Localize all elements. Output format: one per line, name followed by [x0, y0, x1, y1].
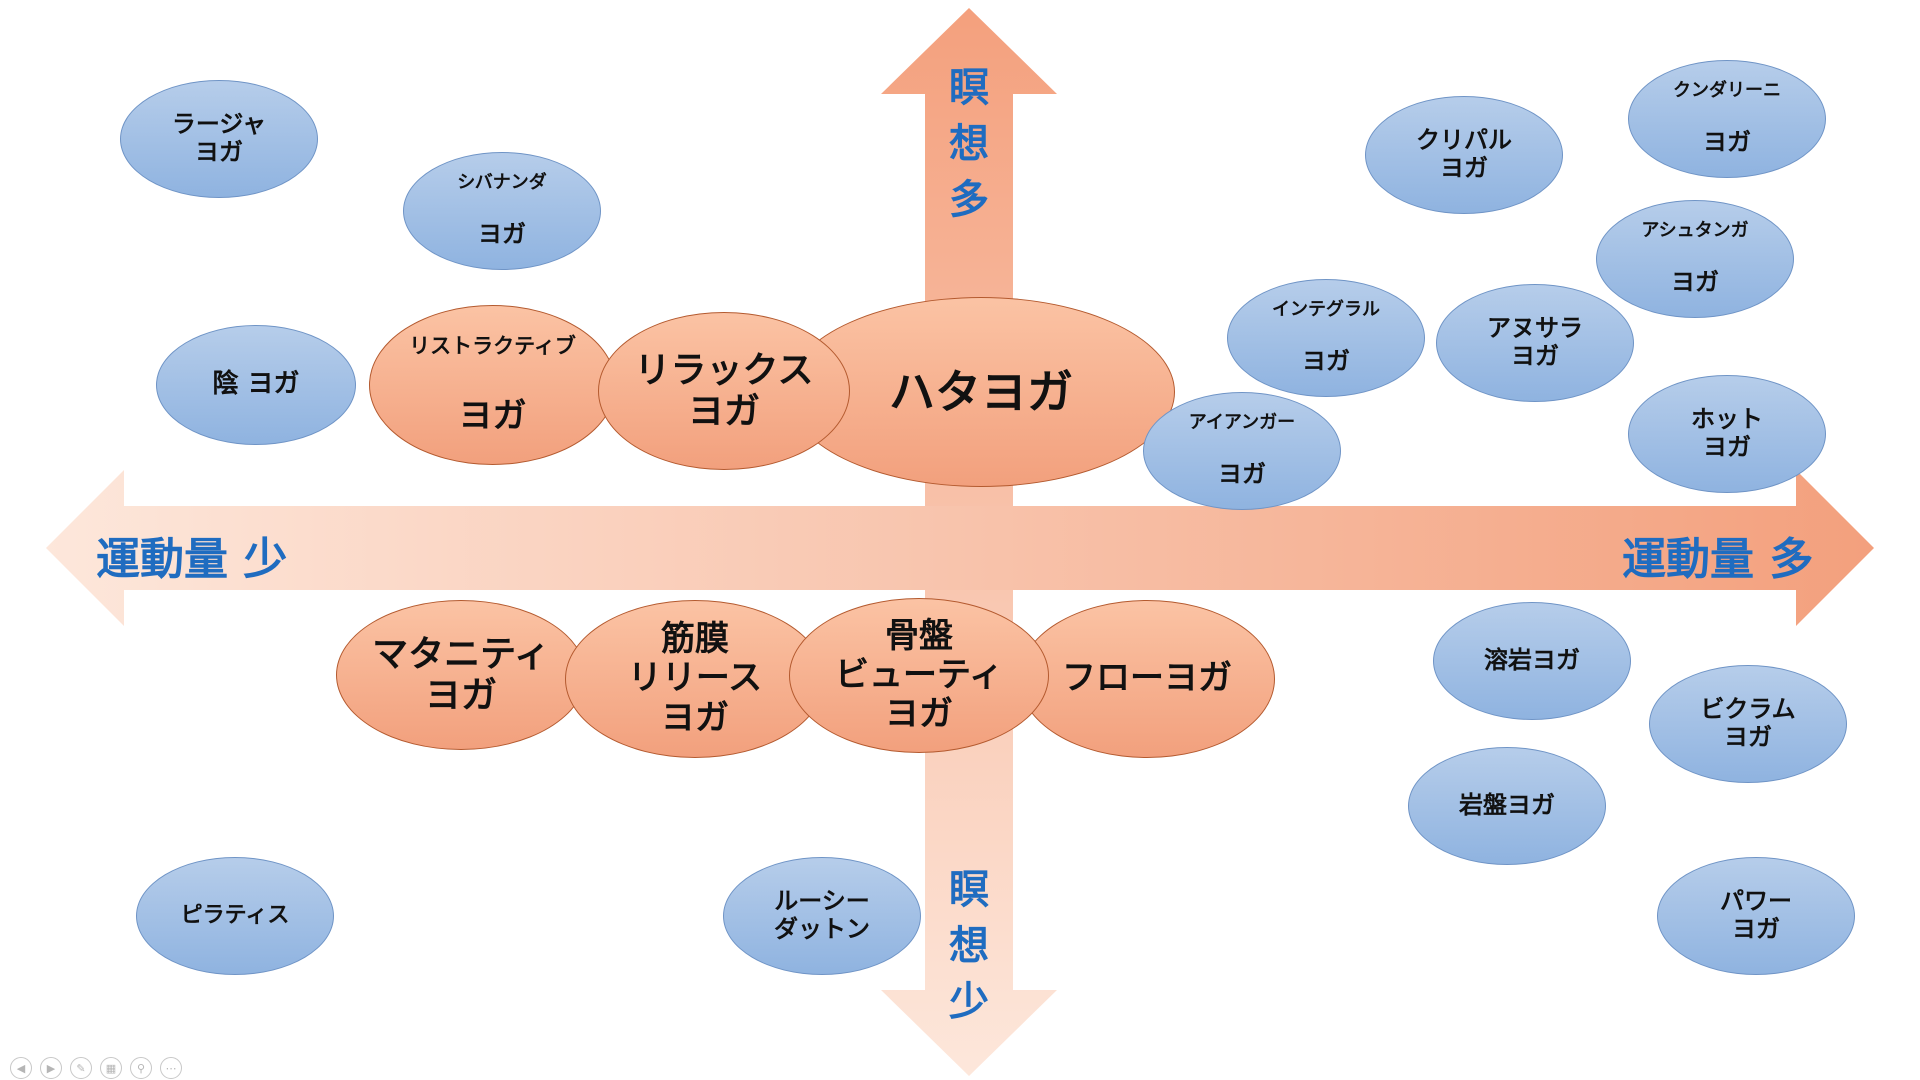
more-icon[interactable]: ⋯ [160, 1057, 182, 1079]
node-ganban-yoga: 岩盤ヨガ [1408, 747, 1606, 865]
next-icon[interactable]: ▶ [40, 1057, 62, 1079]
horizontal-axis-arrow [46, 470, 1874, 626]
node-label: ルーシー ダットン [774, 887, 870, 943]
node-iyengar-yoga: アイアンガー ヨガ [1143, 392, 1341, 510]
node-label: 骨盤 ビューティ ヨガ [835, 615, 1003, 735]
node-flow-yoga: フローヨガ [1019, 600, 1275, 758]
node-label: ラージャ ヨガ [171, 110, 267, 166]
node-integral-yoga: インテグラル ヨガ [1227, 279, 1425, 397]
pen-icon[interactable]: ✎ [70, 1057, 92, 1079]
node-label: 筋膜 リリース ヨガ [627, 619, 763, 738]
node-label: ホット ヨガ [1691, 405, 1763, 461]
node-label: ヨガ [458, 396, 527, 437]
node-yin-yoga: 陰 ヨガ [156, 325, 356, 445]
node-label: 溶岩ヨガ [1484, 646, 1580, 675]
node-label-small: リストラクティブ [409, 333, 576, 358]
axis-label-meditation-high: 瞑 想 多 [949, 65, 989, 223]
node-maternity-yoga: マタニティ ヨガ [336, 600, 586, 750]
node-label: ヨガ [1703, 128, 1751, 157]
node-label-small: アイアンガー [1188, 412, 1296, 434]
node-label: マタニティ ヨガ [372, 633, 550, 716]
node-label: 陰 ヨガ [212, 369, 300, 400]
node-label: フローヨガ [1062, 658, 1232, 699]
node-hot-yoga: ホット ヨガ [1628, 375, 1826, 493]
node-label-small: アシュタンガ [1641, 220, 1749, 242]
node-label: ヨガ [1302, 347, 1350, 376]
node-label: ピラティス [180, 903, 290, 929]
node-relax-yoga: リラックス ヨガ [598, 312, 850, 470]
node-kundalini-yoga: クンダリーニ ヨガ [1628, 60, 1826, 178]
node-label: ヨガ [478, 220, 526, 249]
prev-icon[interactable]: ◀ [10, 1057, 32, 1079]
node-pilates: ピラティス [136, 857, 334, 975]
node-label: アヌサラ ヨガ [1487, 314, 1583, 370]
node-hatha-yoga: ハタヨガ [787, 297, 1175, 487]
node-raja-yoga: ラージャ ヨガ [120, 80, 318, 198]
node-restorative-yoga: リストラクティブ ヨガ [369, 305, 616, 465]
slides-icon[interactable]: ▦ [100, 1057, 122, 1079]
node-label: ビクラム ヨガ [1700, 695, 1796, 751]
axis-label-exercise-low: 運動量 少 [96, 534, 288, 585]
node-pelvis-beauty-yoga: 骨盤 ビューティ ヨガ [789, 598, 1049, 753]
node-label-small: シバナンダ [457, 172, 547, 194]
node-sivananda-yoga: シバナンダ ヨガ [403, 152, 601, 270]
zoom-icon[interactable]: ⚲ [130, 1057, 152, 1079]
axis-label-exercise-high: 運動量 多 [1622, 534, 1814, 585]
node-label-small: インテグラル [1272, 299, 1380, 321]
node-label: リラックス ヨガ [634, 349, 814, 432]
node-power-yoga: パワー ヨガ [1657, 857, 1855, 975]
node-lava-yoga: 溶岩ヨガ [1433, 602, 1631, 720]
node-bikram-yoga: ビクラム ヨガ [1649, 665, 1847, 783]
node-label: ヨガ [1217, 460, 1266, 489]
node-label: クリパル ヨガ [1416, 126, 1512, 182]
axis-label-meditation-low: 瞑 想 少 [949, 867, 989, 1025]
node-label-small: クンダリーニ [1673, 80, 1781, 102]
node-kripalu-yoga: クリパル ヨガ [1365, 96, 1563, 214]
node-lucy-dutton: ルーシー ダットン [723, 857, 921, 975]
node-fascia-release-yoga: 筋膜 リリース ヨガ [565, 600, 825, 758]
node-ashtanga-yoga: アシュタンガ ヨガ [1596, 200, 1794, 318]
node-label: 岩盤ヨガ [1459, 791, 1555, 820]
node-label: ヨガ [1671, 268, 1719, 297]
node-label: パワー ヨガ [1720, 887, 1792, 943]
node-anusara-yoga: アヌサラ ヨガ [1436, 284, 1634, 402]
node-label: ハタヨガ [889, 364, 1073, 419]
